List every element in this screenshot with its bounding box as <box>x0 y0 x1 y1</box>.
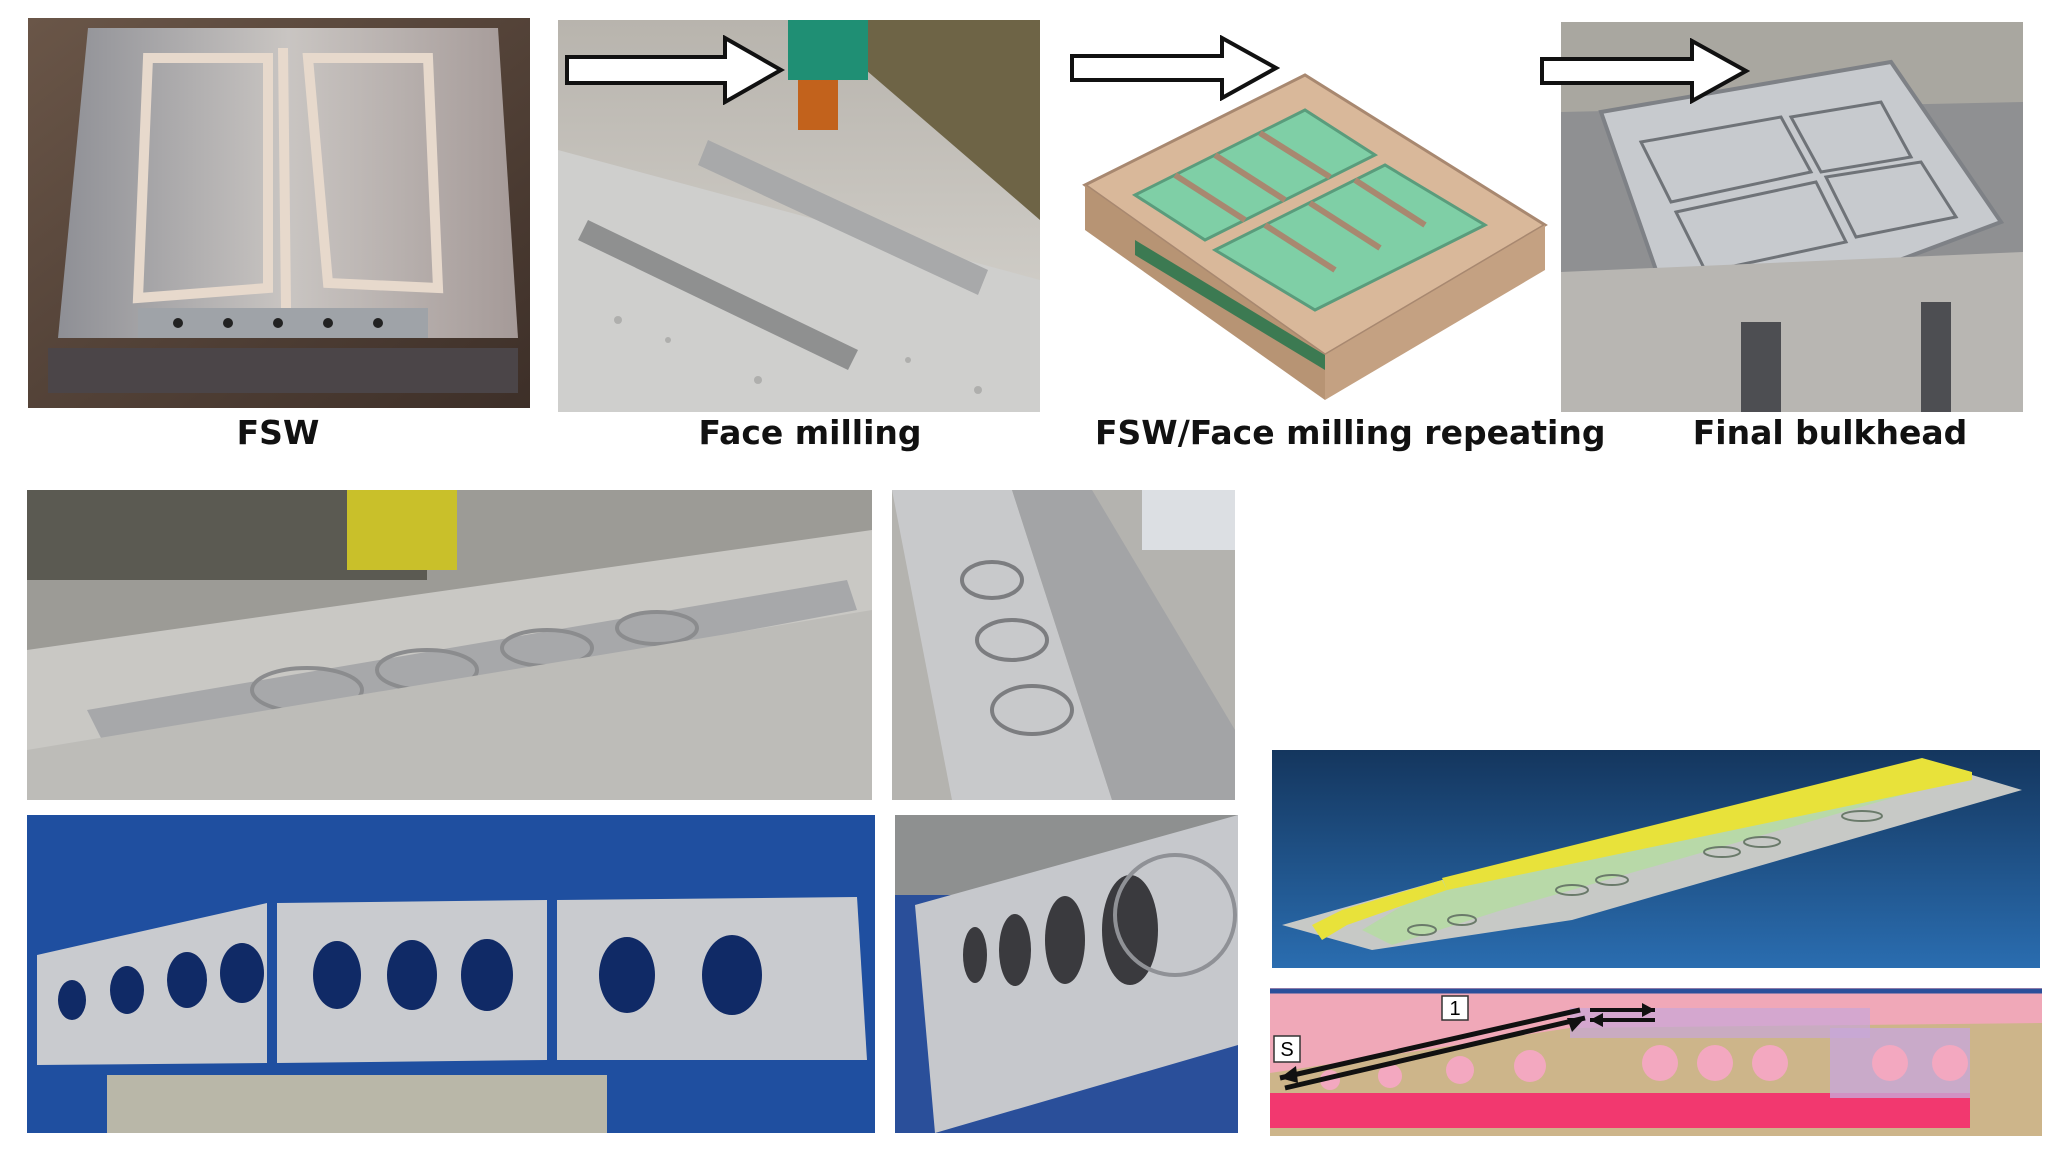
arrow-right-icon <box>565 35 785 105</box>
caption-final-bulkhead: Final bulkhead <box>1692 413 1968 452</box>
repeating-model-illustration <box>1075 55 1555 405</box>
arrow-right-icon <box>1540 38 1750 104</box>
bulkhead-perspective-photo <box>895 815 1238 1133</box>
caption-face-milling: Face milling <box>698 413 922 452</box>
diagram-label-s: S <box>1280 1039 1293 1061</box>
machined-part-photo-2 <box>892 490 1235 800</box>
diagram-label-1: 1 <box>1449 998 1460 1020</box>
caption-fsw: FSW <box>236 413 320 452</box>
machined-part-photo-1 <box>27 490 872 800</box>
final-bulkhead-photo <box>1561 22 2023 412</box>
arrow-right-icon <box>1070 35 1280 101</box>
face-milling-photo <box>558 20 1040 412</box>
fsw-photo <box>28 18 530 408</box>
cad-bulkhead-model <box>1272 750 2040 968</box>
weld-sequence-diagram: 1 S <box>1270 988 2042 1136</box>
bulkhead-with-holes-photo <box>27 815 875 1133</box>
caption-repeating: FSW/Face milling repeating <box>1095 413 1606 452</box>
